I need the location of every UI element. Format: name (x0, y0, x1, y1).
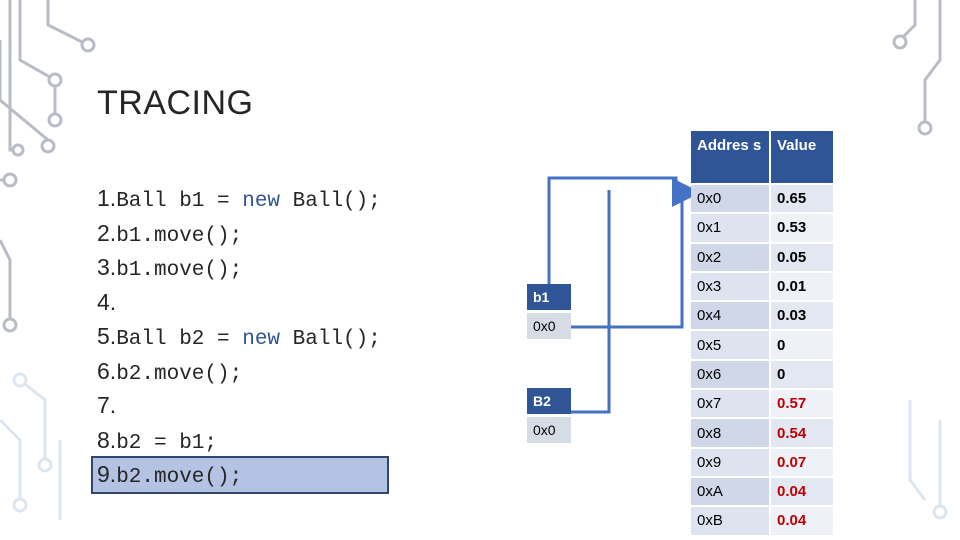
code-line: 2.b1.move(); (97, 216, 381, 251)
code-line-number: 3. (97, 254, 117, 280)
memory-address: 0x8 (691, 419, 769, 449)
memory-value: 0.05 (769, 243, 833, 273)
memory-address: 0x2 (691, 243, 769, 273)
variable-b1-name: b1 (527, 284, 571, 310)
memory-value: 0.01 (769, 272, 833, 303)
memory-address: 0x7 (691, 390, 769, 420)
memory-value: 0.65 (769, 185, 833, 215)
code-line: 5.Ball b2 = new Ball(); (97, 319, 381, 354)
code-text: Ball(); (280, 328, 381, 351)
code-line-number: 2. (97, 219, 117, 246)
memory-value: 0.04 (769, 477, 833, 508)
b1-arrow (547, 176, 696, 284)
code-text: b1.move(); (116, 259, 243, 282)
memory-address: 0x1 (691, 214, 769, 244)
code-text: Ball(); (280, 190, 381, 213)
code-line-number: 4. (97, 288, 117, 315)
memory-address: 0x5 (691, 331, 769, 361)
code-line: 1.Ball b1 = new Ball(); (97, 181, 381, 216)
variable-b2-value: 0x0 (527, 417, 571, 443)
memory-header-value: Value (769, 131, 833, 185)
code-line-number: 8. (97, 426, 117, 453)
memory-value: 0.54 (769, 419, 833, 449)
code-line: 8.b2 = b1; (97, 423, 381, 458)
memory-header-address: Addres s (691, 131, 769, 185)
b2-arrow (571, 190, 611, 414)
code-text: b1.move(); (116, 224, 243, 248)
code-line-number: 5. (97, 323, 117, 349)
memory-value: 0.53 (769, 214, 833, 244)
slide-title: TRACING (97, 84, 254, 122)
memory-address: 0x4 (691, 302, 769, 332)
memory-address: 0x0 (691, 185, 769, 215)
code-line-number: 6. (97, 357, 117, 384)
memory-address: 0x6 (691, 360, 769, 391)
code-line: 3.b1.move(); (97, 250, 381, 285)
variable-b1-value: 0x0 (527, 313, 571, 339)
code-text: b2.move(); (116, 466, 243, 489)
code-line: 4. (97, 285, 381, 320)
memory-address: 0x3 (691, 272, 769, 303)
code-text: Ball b1 = (116, 190, 243, 213)
memory-address: 0xA (691, 477, 769, 508)
memory-value: 0.04 (769, 507, 833, 537)
memory-value: 0.57 (769, 390, 833, 420)
code-line: 7. (97, 388, 381, 423)
code-text: b2.move(); (116, 362, 243, 386)
code-line-number: 7. (97, 392, 117, 418)
memory-value: 0.03 (769, 302, 833, 332)
code-keyword: new (242, 190, 281, 213)
code-keyword: new (242, 328, 281, 351)
b1-pointer-arrow (571, 183, 696, 329)
code-line: 6.b2.move(); (97, 354, 381, 389)
code-text: Ball b2 = (116, 328, 243, 351)
code-text: b2 = b1; (116, 431, 218, 455)
memory-value: 0 (769, 331, 833, 361)
memory-value: 0.07 (769, 448, 833, 478)
memory-value: 0 (769, 360, 833, 391)
variable-b2-name: B2 (527, 388, 571, 414)
code-line-number: 1. (97, 185, 117, 211)
code-line-number: 9. (97, 461, 117, 487)
memory-address: 0x9 (691, 448, 769, 478)
memory-address: 0xB (691, 507, 769, 537)
